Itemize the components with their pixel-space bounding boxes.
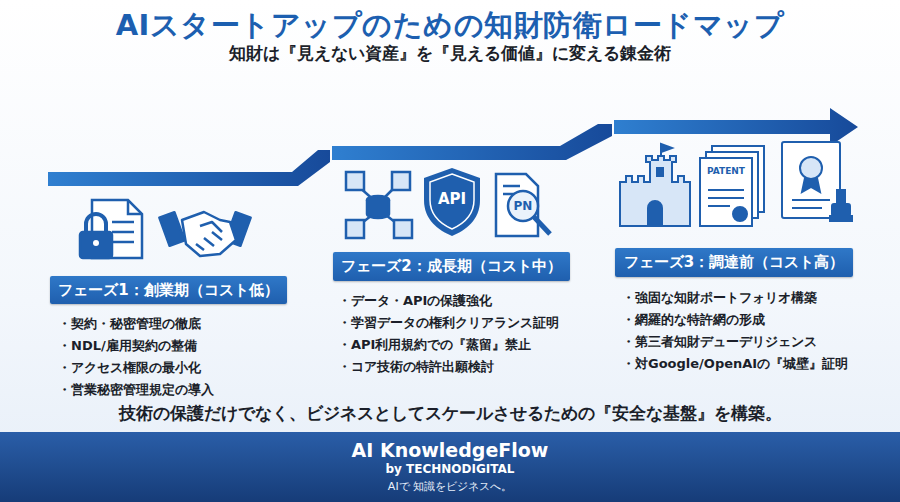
patent-search-icon (496, 174, 550, 236)
bullet-item: ・強固な知財ポートフォリオ構築 (622, 289, 817, 307)
castle-icon (620, 144, 690, 226)
footer-band: AI KnowledgeFlowby TECHNODIGITAL AIで 知識をビ… (0, 432, 900, 502)
brand-tagline: AIで 知識をビジネスへ。 (388, 479, 512, 495)
footer-band-ground (0, 432, 900, 502)
bullet-item: ・対Google/OpenAIの『城壁』証明 (622, 355, 848, 373)
bullet-item: ・API利用規約での『蒸留』禁止 (338, 336, 531, 354)
icon-label: API (438, 190, 466, 208)
subtitle: 知財は『見えない資産』を『見える価値』に変える錬金術 (229, 42, 671, 65)
bullet-item: ・第三者知財デューデリジェンス (622, 333, 817, 351)
lock-document-icon (80, 200, 142, 258)
phase-title: フェーズ2：成長期（コスト中） (341, 257, 561, 276)
bullet-item: ・契約・秘密管理の徹底 (58, 315, 201, 333)
phase-title: フェーズ3：調達前（コスト高） (624, 253, 844, 272)
bullet-item: ・網羅的な特許網の形成 (622, 311, 765, 329)
bullet-item: ・営業秘密管理規定の導入 (58, 381, 214, 399)
icon-label: PATENT (707, 166, 745, 176)
patent-documents-icon (700, 146, 764, 226)
data-network-icon (346, 172, 412, 238)
caption: 技術の保護だけでなく、ビジネスとしてスケールさせるための『安全な基盤』を構築。 (119, 402, 782, 425)
phase-title: フェーズ1：創業期（コスト低） (58, 281, 278, 300)
brand-sub: by TECHNODIGITAL (386, 461, 515, 477)
bullet-item: ・コア技術の特許出願検討 (338, 358, 494, 376)
phase-header-box: フェーズ3：調達前（コスト高） (615, 248, 853, 277)
icon-label: PN (514, 199, 533, 213)
bullet-item: ・学習データの権利クリアランス証明 (338, 314, 559, 332)
handshake-icon (159, 212, 250, 256)
brand-name: AI KnowledgeFlow (352, 439, 549, 461)
bullet-item: ・データ・APIの保護強化 (338, 292, 492, 310)
bullet-item: ・NDL/雇用契約の整備 (58, 337, 197, 355)
phase-header-box: フェーズ1：創業期（コスト低） (50, 276, 287, 304)
certificate-icon (782, 142, 852, 221)
phase-header-box: フェーズ2：成長期（コスト中） (333, 252, 570, 281)
api-shield-icon (424, 168, 480, 236)
title: AIスタートアップのための知財防衛ロードマップ (116, 6, 785, 46)
bullet-item: ・アクセス権限の最小化 (58, 359, 201, 377)
